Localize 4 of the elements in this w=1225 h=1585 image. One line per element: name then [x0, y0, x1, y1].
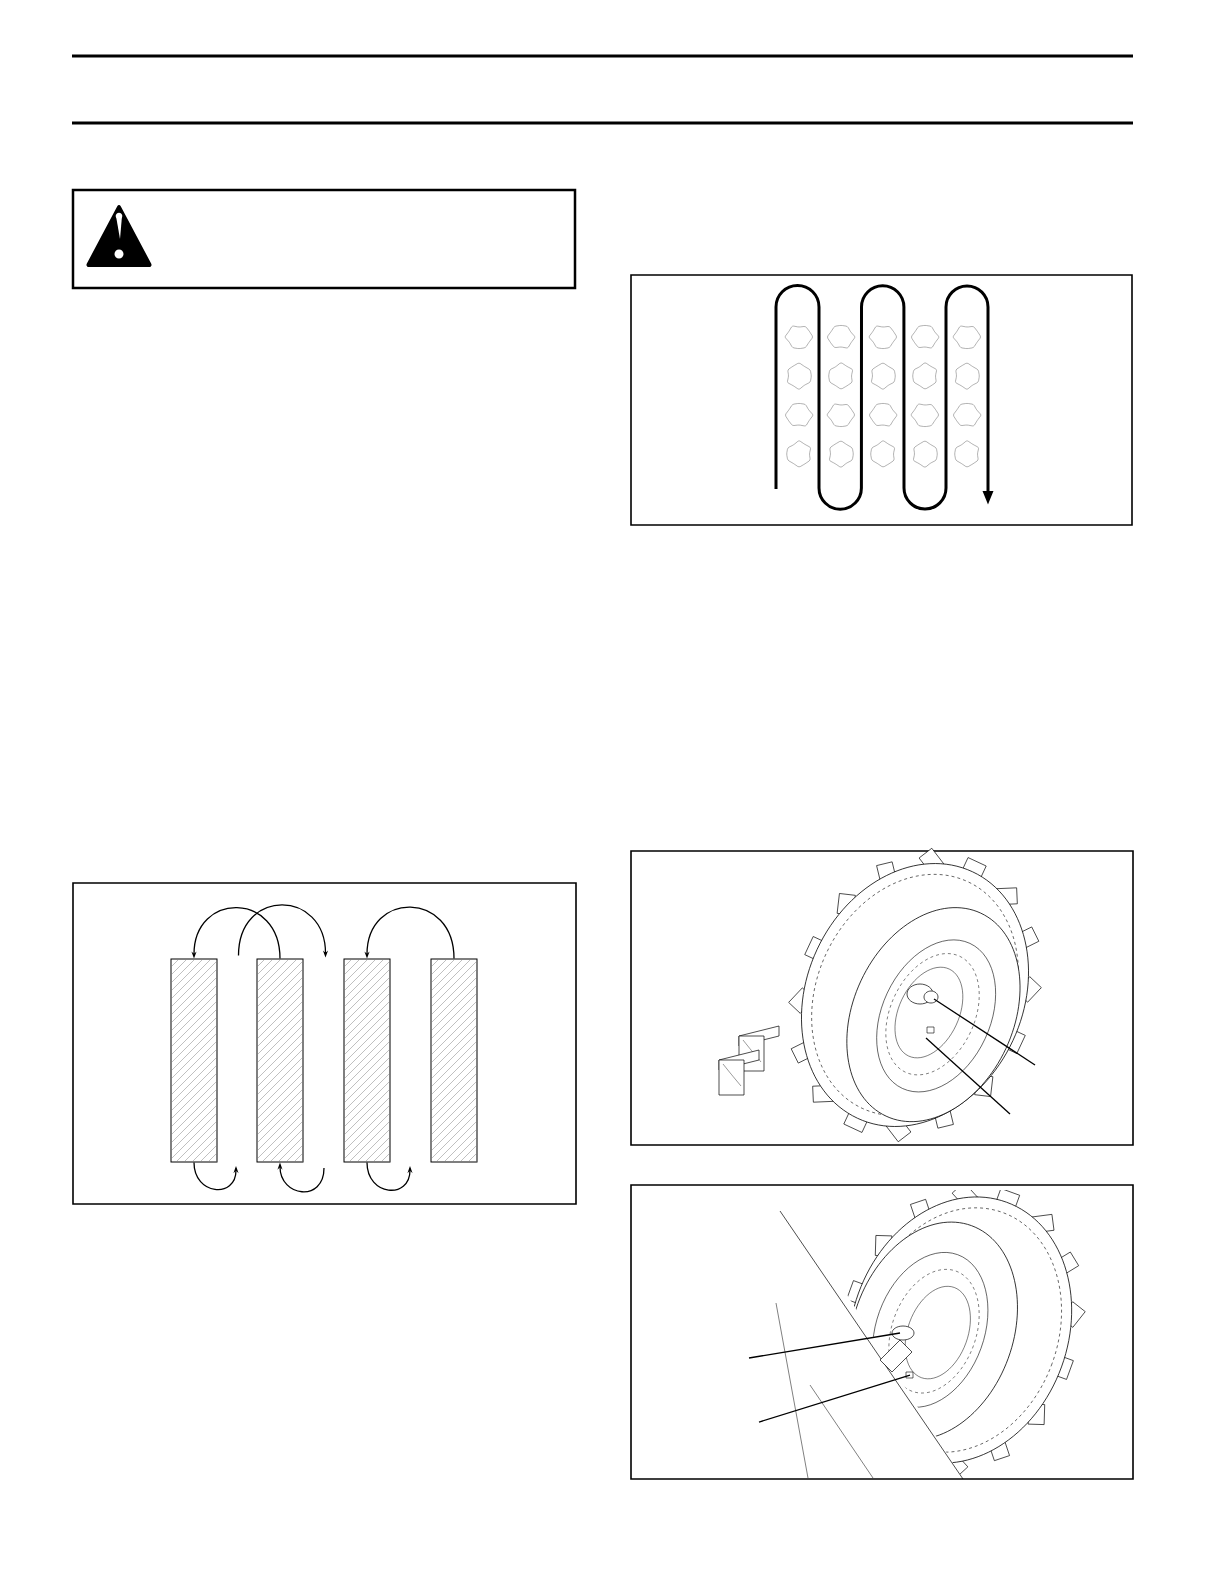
hatched-bar: [256, 958, 304, 1163]
hatched-bar: [430, 958, 478, 1163]
hatched-bar: [343, 958, 391, 1163]
hatched-bar: [170, 958, 218, 1163]
